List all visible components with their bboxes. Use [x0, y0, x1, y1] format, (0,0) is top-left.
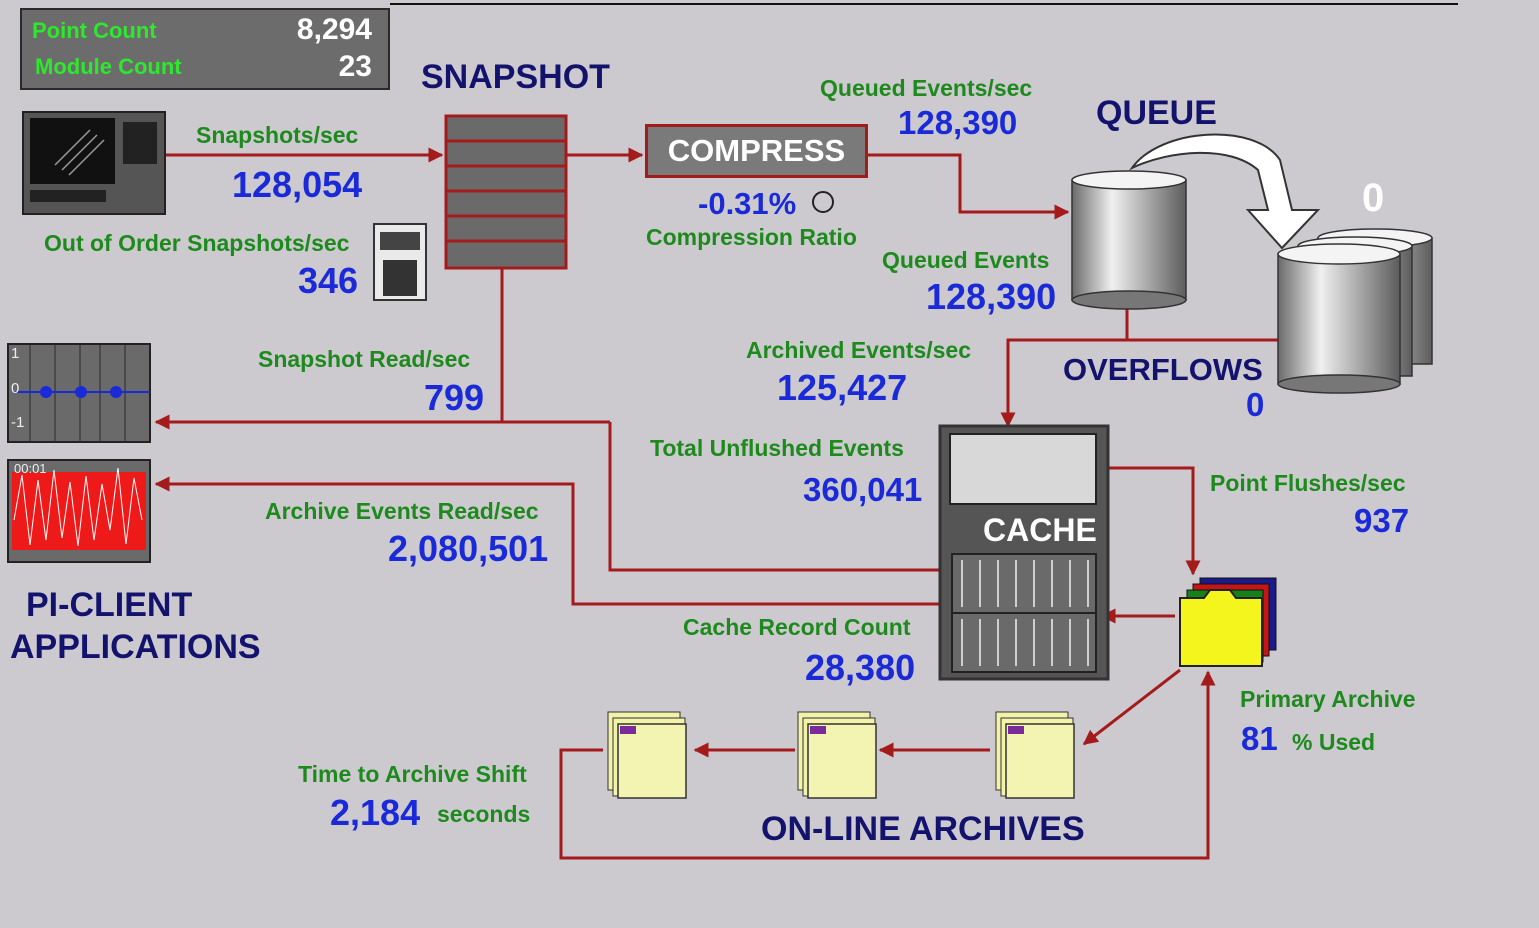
overflows-value: 0 — [1246, 386, 1265, 423]
queue-title: QUEUE — [1096, 94, 1217, 132]
cache-icon — [938, 424, 1110, 681]
online-archive-folder-icon — [797, 711, 877, 799]
archive-read-value: 2,080,501 — [388, 528, 549, 569]
cache-record-count-label: Cache Record Count — [683, 614, 911, 640]
status-indicator-icon — [812, 191, 834, 213]
point-count-label: Point Count — [32, 18, 157, 43]
snapshot-read-value: 799 — [424, 377, 485, 418]
overflows-title: OVERFLOWS — [1063, 352, 1263, 387]
out-of-order-value: 346 — [298, 260, 359, 301]
snapshots-rate-label: Snapshots/sec — [196, 122, 359, 148]
primary-used-value: 81 — [1241, 720, 1278, 757]
cache-record-count-value: 28,380 — [805, 647, 916, 688]
compression-ratio-label: Compression Ratio — [646, 224, 857, 250]
archive-trend-plot — [7, 459, 151, 563]
primary-archive-folder-icon — [1179, 577, 1277, 667]
compress-button[interactable]: COMPRESS — [645, 124, 868, 178]
cylinder-icon — [1071, 170, 1187, 310]
snapshots-rate-value: 128,054 — [232, 164, 363, 205]
compression-ratio-value: -0.31% — [698, 186, 797, 221]
cache-label: CACHE — [983, 512, 1097, 548]
snapshot-stack — [444, 114, 568, 270]
trend-axis-bottom: -1 — [11, 414, 25, 431]
trend-time-label: 00:01 — [14, 461, 47, 476]
point-flushes-value: 937 — [1354, 502, 1410, 539]
keypad-icon — [373, 223, 427, 301]
archive-shift-unit: seconds — [437, 801, 531, 827]
terminal-icon — [22, 111, 166, 215]
clients-title-line2: APPLICATIONS — [10, 628, 261, 666]
queue-arrow-icon — [1129, 133, 1321, 250]
trend-axis-top: 1 — [11, 345, 20, 362]
snapshot-title: SNAPSHOT — [421, 58, 610, 96]
queued-events-label: Queued Events — [882, 247, 1050, 273]
archive-shift-value: 2,184 — [330, 792, 421, 833]
counts-panel: Point Count 8,294 Module Count 23 — [20, 8, 390, 90]
archived-rate-label: Archived Events/sec — [746, 337, 972, 363]
unflushed-label: Total Unflushed Events — [650, 435, 904, 461]
archive-shift-label: Time to Archive Shift — [298, 761, 527, 787]
trend-plot — [7, 343, 151, 443]
online-archive-folder-icon — [995, 711, 1075, 799]
overflow-cylinders-icon — [1277, 228, 1433, 394]
overflow-file-count: 0 — [1362, 176, 1385, 220]
point-count-value: 8,294 — [296, 13, 372, 46]
queued-events-value: 128,390 — [926, 276, 1057, 317]
point-flushes-label: Point Flushes/sec — [1210, 470, 1406, 496]
archived-rate-value: 125,427 — [777, 367, 908, 408]
queued-rate-value: 128,390 — [898, 104, 1018, 141]
trend-axis-mid: 0 — [11, 380, 20, 397]
queued-rate-label: Queued Events/sec — [820, 75, 1033, 101]
clients-title-line1: PI-CLIENT — [26, 586, 193, 624]
module-count-value: 23 — [338, 50, 372, 83]
online-archive-folder-icon — [607, 711, 687, 799]
primary-used-label: % Used — [1292, 729, 1376, 755]
out-of-order-label: Out of Order Snapshots/sec — [44, 230, 350, 256]
online-archives-title: ON-LINE ARCHIVES — [761, 810, 1085, 848]
snapshot-read-label: Snapshot Read/sec — [258, 346, 471, 372]
module-count-label: Module Count — [35, 54, 182, 79]
primary-archive-label: Primary Archive — [1240, 686, 1416, 712]
unflushed-value: 360,041 — [803, 471, 923, 508]
archive-read-label: Archive Events Read/sec — [265, 498, 539, 524]
